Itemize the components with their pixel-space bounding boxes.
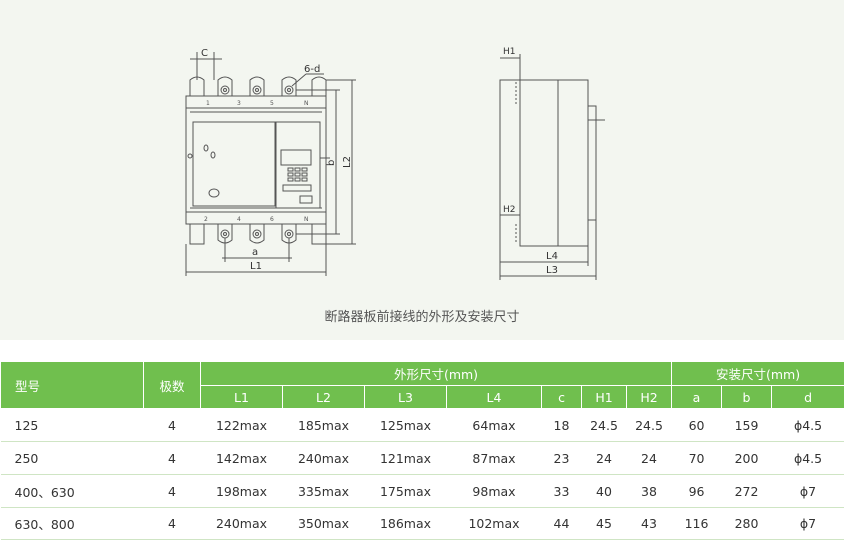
cell-c: 23 xyxy=(541,441,582,475)
cell-l2: 350max xyxy=(282,507,365,540)
dimension-drawing-panel: 1 3 5 N xyxy=(0,0,844,340)
cell-l2: 240max xyxy=(282,441,365,475)
cell-b: 200 xyxy=(721,441,772,475)
cell-h1: 40 xyxy=(581,474,627,508)
dim-label-l1: L1 xyxy=(250,261,262,272)
trip-unit xyxy=(275,121,321,209)
top-terminal-lugs xyxy=(189,76,327,96)
header-a: a xyxy=(671,385,723,409)
front-view: 1 3 5 N xyxy=(185,48,356,276)
cell-l1: 240max xyxy=(200,507,283,540)
header-l1: L1 xyxy=(200,385,283,409)
cell-l3: 175max xyxy=(364,474,447,508)
cell-a: 70 xyxy=(671,441,722,475)
side-view: H1 H2 L4 L3 xyxy=(499,47,605,280)
cell-h2: 24 xyxy=(626,441,672,475)
cell-l2: 185max xyxy=(282,408,365,442)
cell-b: 159 xyxy=(721,408,772,442)
top-terminal-3: 3 xyxy=(237,100,241,107)
cell-c: 44 xyxy=(541,507,582,540)
cell-h2: 43 xyxy=(626,507,672,540)
cell-h1: 24 xyxy=(581,441,627,475)
cell-model: 250 xyxy=(0,441,144,475)
cell-l3: 186max xyxy=(364,507,447,540)
header-l3: L3 xyxy=(364,385,447,409)
cell-d: ϕ4.5 xyxy=(771,408,844,442)
cell-l1: 122max xyxy=(200,408,283,442)
cell-model: 400、630 xyxy=(0,474,144,508)
header-h2: H2 xyxy=(625,385,673,409)
cell-l1: 198max xyxy=(200,474,283,508)
cell-h2: 24.5 xyxy=(626,408,672,442)
dim-label-6-d: 6-d xyxy=(304,64,320,75)
header-d: d xyxy=(771,385,844,409)
dim-label-a: a xyxy=(252,247,258,258)
dim-label-l4: L4 xyxy=(546,251,558,262)
cell-l3: 121max xyxy=(364,441,447,475)
header-outer-dims: 外形尺寸(mm) xyxy=(199,361,673,386)
side-body-front xyxy=(519,79,559,247)
bottom-terminal-strip xyxy=(185,211,327,225)
header-c: c xyxy=(541,385,582,409)
cell-a: 116 xyxy=(671,507,722,540)
header-poles: 极数 xyxy=(143,361,201,409)
cell-c: 33 xyxy=(541,474,582,508)
cell-d: ϕ4.5 xyxy=(771,441,844,475)
cell-a: 60 xyxy=(671,408,722,442)
cell-model: 125 xyxy=(0,408,144,442)
header-l2: L2 xyxy=(282,385,365,409)
trip-unit-display xyxy=(280,149,312,166)
drawing-caption: 断路器板前接线的外形及安装尺寸 xyxy=(324,310,520,325)
cell-l2: 335max xyxy=(282,474,365,508)
breaker-dimension-drawing: 1 3 5 N xyxy=(185,47,605,280)
cell-h2: 38 xyxy=(626,474,672,508)
top-terminal-5: 5 xyxy=(270,100,274,107)
trip-unit-keys xyxy=(287,167,308,182)
cell-l4: 64max xyxy=(446,408,542,442)
bottom-terminal-2: 2 xyxy=(204,216,208,223)
top-terminal-n: N xyxy=(304,100,309,107)
bottom-terminal-4: 4 xyxy=(237,216,241,223)
header-l4: L4 xyxy=(446,385,542,409)
cell-l3: 125max xyxy=(364,408,447,442)
cell-d: ϕ7 xyxy=(771,507,844,540)
header-b: b xyxy=(721,385,773,409)
handle-window xyxy=(192,121,276,207)
dimension-spec-table: 型号 极数 外形尺寸(mm) 安装尺寸(mm) L1 L2 L3 L4 c H1… xyxy=(0,361,844,540)
side-body-rear xyxy=(557,79,589,247)
dim-label-b: b xyxy=(326,160,337,166)
cell-c: 18 xyxy=(541,408,582,442)
header-model: 型号 xyxy=(0,361,144,409)
table-row: 125 4 122max 185max 125max 64max 18 24.5… xyxy=(0,408,844,442)
table-row: 400、630 4 198max 335max 175max 98max 33 … xyxy=(0,474,844,508)
dim-label-h1: H1 xyxy=(503,47,516,57)
cell-poles: 4 xyxy=(143,441,201,475)
dim-label-c: C xyxy=(201,48,208,59)
cell-poles: 4 xyxy=(143,474,201,508)
dim-label-l2: L2 xyxy=(342,156,353,168)
top-terminal-1: 1 xyxy=(206,100,210,107)
cell-l1: 142max xyxy=(200,441,283,475)
cell-b: 280 xyxy=(721,507,772,540)
cell-l4: 87max xyxy=(446,441,542,475)
cell-h1: 45 xyxy=(581,507,627,540)
table-row: 630、800 4 240max 350max 186max 102max 44… xyxy=(0,507,844,540)
cell-d: ϕ7 xyxy=(771,474,844,508)
header-h1: H1 xyxy=(581,385,627,409)
dim-label-h2: H2 xyxy=(503,205,516,215)
cell-poles: 4 xyxy=(143,507,201,540)
cell-l4: 102max xyxy=(446,507,542,540)
cell-h1: 24.5 xyxy=(581,408,627,442)
cell-b: 272 xyxy=(721,474,772,508)
header-mount-dims: 安装尺寸(mm) xyxy=(671,361,844,386)
dim-label-l3: L3 xyxy=(546,265,558,276)
bottom-terminal-6: 6 xyxy=(270,216,274,223)
table-row: 250 4 142max 240max 121max 87max 23 24 2… xyxy=(0,441,844,475)
cell-poles: 4 xyxy=(143,408,201,442)
cell-l4: 98max xyxy=(446,474,542,508)
bottom-terminal-n: N xyxy=(304,216,309,223)
cell-a: 96 xyxy=(671,474,722,508)
cell-model: 630、800 xyxy=(0,507,144,540)
